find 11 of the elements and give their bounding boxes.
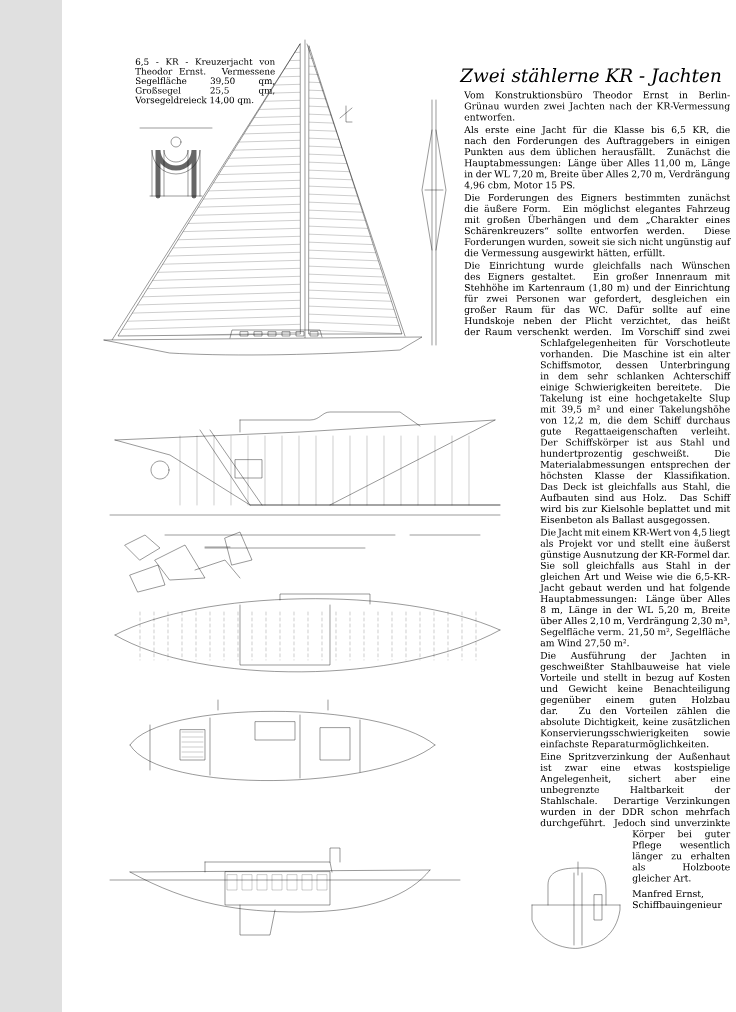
article-paragraph: Als erste eine Jacht für die Klasse bis 6,5 KR, die nach den Forderungen des Auftraggebers in einigen Punkten aus dem üblichen herausfällt. Zunächst die Hauptabmessungen: Länge über Alles 11,00 m, Länge in der WL 7,20 m, Breite über Alles 2,70 m, Verdrängung 4,96 cbm, Motor 15 PS. bbox=[464, 125, 730, 190]
article-paragraph: Eine Spritzverzinkung der Außenhaut ist zwar eine etwas kostspielige Angelegenheit, sichert aber eine unbegrenzte Haltbarkeit der Stahlschale. Derartige Verzinkungen wurden in der DDR schon mehrfach durchgeführt. Jedoch sind unverzinkte Körper bei guter Pflege wesentlich länger zu erhalten als Holzboote gleicher Art. bbox=[540, 752, 731, 884]
article-paragraph: Die Forderungen des Eigners bestimmten zunächst die äußere Form. Ein möglichst elegantes Fahrzeug mit großen Überhängen und dem „Charakter eines Schärenkreuzers“ sollte entworfen werden. Diese Forderungen wurden, soweit sie sich nicht ungünstig auf die Vermessung ausgewirkt hätten, erfüllt. bbox=[464, 193, 731, 259]
caption: 6,5 - KR - Kreuzerjacht von Theodor Ernst. Vermessene Segelfläche 39,50 qm, Großsegel 25,5 qm, Vorsegeldreieck 14,00 qm. bbox=[135, 58, 275, 106]
article-paragraph: Die Einrichtung wurde gleichfalls nach Wünschen des Eigners gestaltet. Ein großer Innenraum mit Stehhöhe im Kartenraum (1,80 m) und der Einrichtung für zwei Personen war gefordert, desgleichen ein großer Raum für das WC. Dafür sollte auf eine Hundskoje neben der Plicht verzichtet, das heißt der Raum verschenkt werden. Im Vorschiff sind zwei Schlafgelegenheiten für Vorschotleute vorhanden. Die Maschine ist ein alter Schiffsmotor, dessen Unterbringung in dem sehr schlanken Achterschiff einige Schwierigkeiten bereitete. Die Takelung ist eine hochgetakelte Slup mit 39,5 m² und einer Takelungshöhe von 12,2 m, die dem Schiff durchaus gute Regattaeigenschaften verleiht. Der Schiffskörper ist aus Stahl und hundertprozentig geschweißt. Die Materialabmessungen entsprechen der höchsten Klasse der Klassifikation. Das Deck ist gleichfalls aus Stahl, die Aufbauten sind aus Holz. Das Schiff wird bis zur Kielsohle beplattet und mit Eisenbeton als Ballast ausgegossen. bbox=[464, 261, 731, 526]
article-paragraph: Die Jacht mit einem KR-Wert von 4,5 liegt als Projekt vor und stellt eine äußerst günstige Ausnutzung der KR-Formel dar. Sie soll gleichfalls aus Stahl in der gleichen Art und Weise wie die 6,5-KR-Jacht gebaut werden und hat folgende Hauptabmessungen: Länge über Alles 8 m, Länge in der WL 5,20 m, Breite über Alles 2,10 m, Verdrängung 2,30 m³, Segelfläche verm. 21,50 m², Segelfläche am Wind 27,50 m². bbox=[539, 528, 731, 648]
author-title: Schiffbauingenieur bbox=[633, 900, 722, 911]
article-paragraph: Die Ausführung der Jachten in geschweißter Stahlbauweise hat viele Vorteile und stellt in bezug auf Kosten und Gewicht keine Benachteiligung gegenüber einem guten Holzbau dar. Zu den Vorteilen zählen die absolute Dichtigkeit, keine zusätzlichen Konservierungsschwierigkeiten sowie einfachste Reparaturmöglichkeiten. bbox=[540, 651, 730, 750]
title: Zwei stählerne KR - Jachten bbox=[459, 67, 721, 86]
author-name: Manfred Ernst, bbox=[632, 889, 704, 899]
article-paragraph: Vom Konstruktionsbüro Theodor Ernst in Berlin-Grünau wurden zwei Jachten nach der KR-Vermessung entworfen. bbox=[464, 91, 730, 121]
